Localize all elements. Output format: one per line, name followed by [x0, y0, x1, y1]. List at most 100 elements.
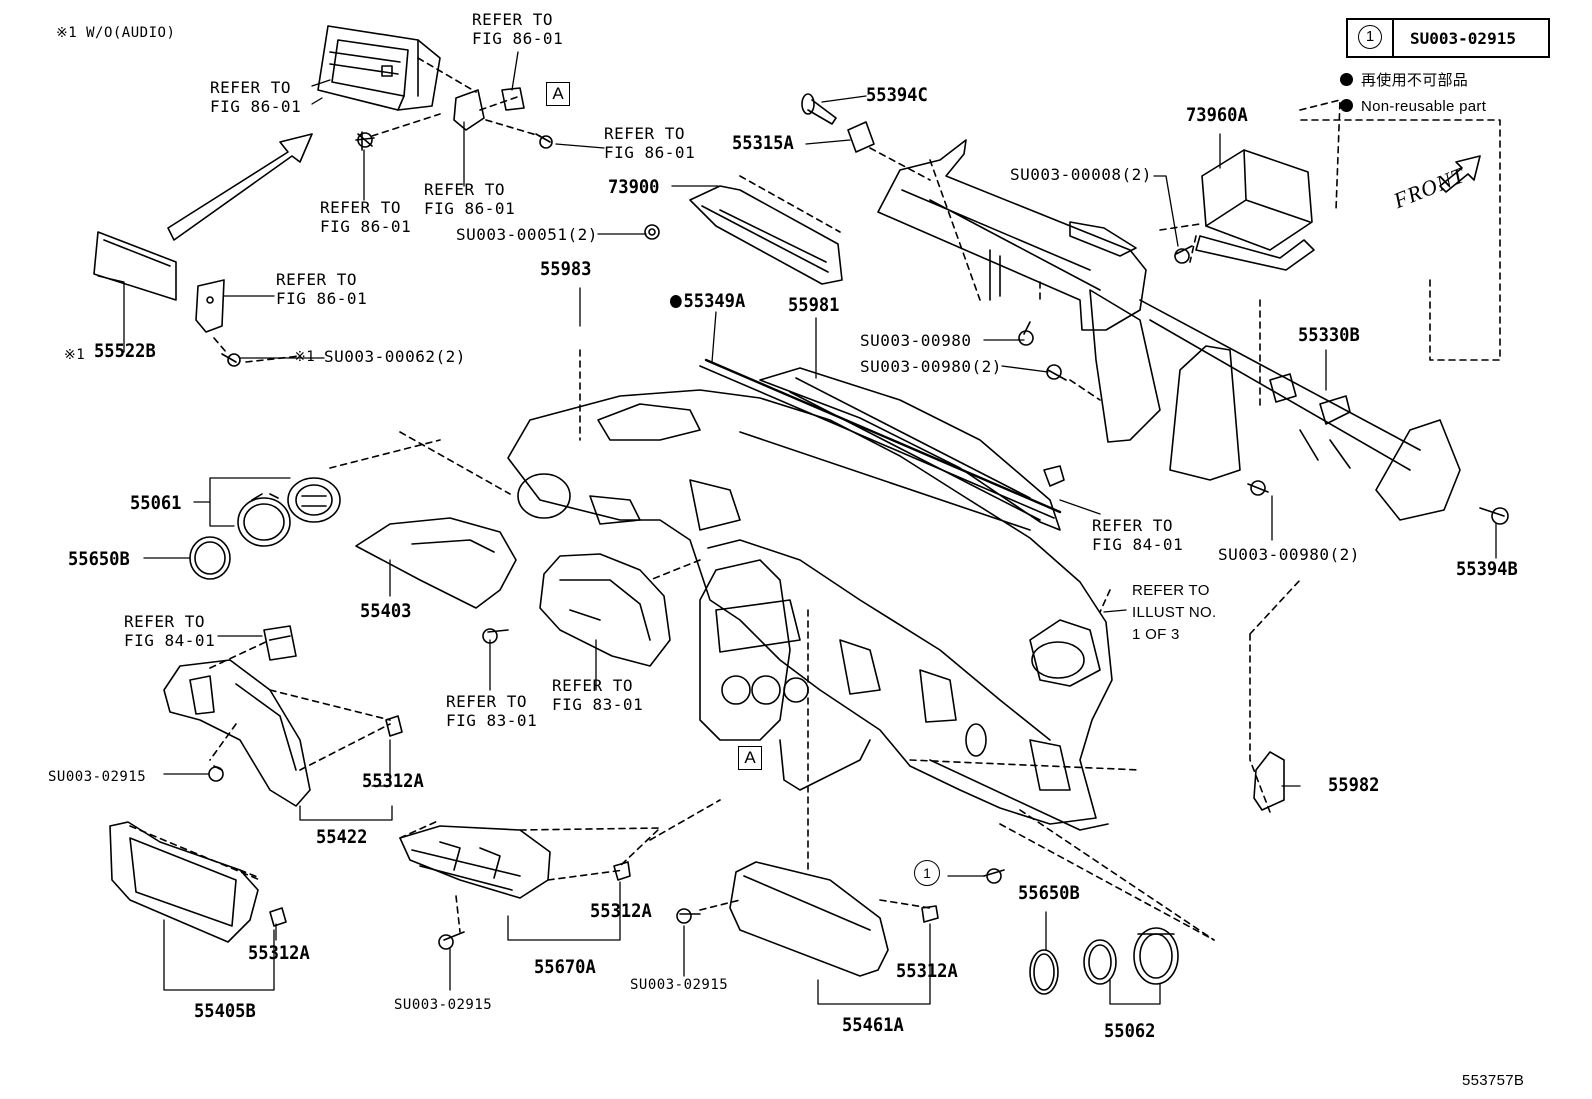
dashed-guides-airbag — [1189, 99, 1341, 263]
dashed-guides-beam — [869, 119, 1501, 411]
fig-line: FIG 84-01 — [124, 631, 216, 650]
fig-line: FIG 84-01 — [1092, 535, 1184, 554]
combination-meter-drawing — [539, 553, 671, 667]
part-55312A-b: 55312A — [590, 900, 652, 922]
part-su003-02915-a: SU003-02915 — [48, 769, 147, 785]
non-reusable-dot-icon — [670, 295, 682, 308]
legend-jp-text: 再使用不可部品 — [1361, 72, 1469, 89]
part-su003-00980-2: SU003-00980(2) — [860, 357, 1002, 376]
bolts-right-side — [983, 245, 1509, 884]
register-55670A-drawing — [399, 825, 551, 899]
refer-line: REFER TO — [210, 78, 292, 97]
duct-73900-drawing — [689, 175, 843, 285]
refer-line: REFER TO — [1132, 582, 1210, 599]
part-55670A: 55670A — [534, 956, 596, 978]
part-55349A: 55349A — [670, 292, 745, 311]
refer-fig-86-01-label: REFER TO FIG 86-01 — [210, 78, 301, 116]
legend-non-reusable-jp: 再使用不可部品 — [1340, 72, 1468, 90]
legend-box: 1 SU003-02915 — [1346, 18, 1550, 58]
part-55981: 55981 — [788, 294, 840, 316]
refer-line: REFER TO — [552, 676, 634, 695]
switch-84-01-drawing — [263, 625, 297, 661]
ring-55650B-drawing — [189, 536, 231, 580]
refer-line: REFER TO — [424, 180, 506, 199]
part-55982: 55982 — [1328, 774, 1380, 796]
illust-line: ILLUST NO. — [1132, 604, 1217, 621]
part-55312A-d: 55312A — [896, 960, 958, 982]
legend-circle-number: 1 — [1358, 25, 1382, 49]
refer-fig-86-01-label: REFER TO FIG 86-01 — [320, 198, 411, 236]
lower-panel-55405B-drawing — [109, 821, 259, 943]
legend-code: SU003-02915 — [1410, 29, 1516, 48]
fig-line: FIG 86-01 — [604, 143, 696, 162]
part-55312A-a: 55312A — [362, 770, 424, 792]
part-55422: 55422 — [316, 826, 368, 848]
marker-a-top: A — [546, 82, 570, 106]
part-55461A: 55461A — [842, 1014, 904, 1036]
part-55650B-b: 55650B — [1018, 882, 1080, 904]
part-55394B: 55394B — [1456, 558, 1518, 580]
bolt-55394C-drawing — [801, 93, 837, 125]
fig-line: FIG 86-01 — [210, 97, 302, 116]
dashed-guides-left — [129, 639, 1215, 941]
refer-fig-83-01-label: REFER TO FIG 83-01 — [552, 676, 643, 714]
dashed-guides-panel — [329, 349, 1301, 941]
note-wo-audio: ※1 W/O(AUDIO) — [56, 25, 176, 41]
part-55394C: 55394C — [866, 84, 928, 106]
refer-fig-86-01-label: REFER TO FIG 86-01 — [424, 180, 515, 218]
legend-divider — [1392, 20, 1394, 56]
vent-55062-drawing — [1029, 927, 1179, 995]
screws-top-left — [221, 131, 553, 367]
refer-line: REFER TO — [1092, 516, 1174, 535]
of-line: 1 OF 3 — [1132, 626, 1180, 643]
part-su003-00980: SU003-00980 — [860, 331, 972, 350]
bracket-drawing — [195, 279, 225, 333]
part-73900: 73900 — [608, 176, 660, 198]
legend-non-reusable-en: Non-reusable part — [1340, 98, 1486, 116]
refer-line: REFER TO — [446, 692, 528, 711]
cover-55461A-drawing — [729, 861, 889, 977]
part-su003-00008: SU003-00008(2) — [1010, 165, 1152, 184]
part-73960A: 73960A — [1186, 104, 1248, 126]
mark-55522B: ※1 — [64, 347, 86, 363]
refer-fig-84-01-label: REFER TO FIG 84-01 — [1092, 516, 1183, 554]
marker-a-panel: A — [738, 746, 762, 770]
refer-line: REFER TO — [320, 198, 402, 217]
clip-55315A-drawing — [847, 121, 875, 153]
part-su003-00062: SU003-00062(2) — [324, 347, 466, 366]
part-55312A-c: 55312A — [248, 942, 310, 964]
dashed-guides-top-left — [213, 57, 541, 363]
illustration-id: 553757B — [1462, 1072, 1525, 1089]
refer-illust-label: REFER TO ILLUST NO. 1 OF 3 — [1132, 580, 1216, 646]
part-55330B: 55330B — [1298, 324, 1360, 346]
legend-en-text: Non-reusable part — [1361, 98, 1487, 115]
reinforcement-beam-drawing — [877, 139, 1461, 521]
audio-housing-drawing — [317, 25, 441, 111]
non-reusable-dot-icon — [1340, 99, 1353, 112]
part-55315A: 55315A — [732, 132, 794, 154]
part-55983: 55983 — [540, 258, 592, 280]
meter-hood-55403-drawing — [355, 517, 517, 609]
fig-line: FIG 83-01 — [446, 711, 538, 730]
fig-line: FIG 86-01 — [424, 199, 516, 218]
refer-line: REFER TO — [604, 124, 686, 143]
part-55650B: 55650B — [68, 548, 130, 570]
screws-left-drawing — [208, 628, 701, 950]
fig-line: FIG 86-01 — [320, 217, 412, 236]
part-su003-00980-2b: SU003-00980(2) — [1218, 545, 1360, 564]
refer-fig-84-01-label: REFER TO FIG 84-01 — [124, 612, 215, 650]
cover-55982-drawing — [1253, 751, 1285, 811]
airbag-73960A-drawing — [1195, 149, 1315, 271]
refer-line: REFER TO — [472, 10, 554, 29]
fig-line: FIG 83-01 — [552, 695, 644, 714]
face-panel-55522B-drawing — [93, 231, 177, 301]
leader-lines — [97, 51, 1497, 1005]
part-55403: 55403 — [360, 600, 412, 622]
fig-line: FIG 86-01 — [472, 29, 564, 48]
part-55062: 55062 — [1104, 1020, 1156, 1042]
part-55061: 55061 — [130, 492, 182, 514]
cluster-finish-55422-drawing — [163, 659, 311, 807]
fig-line: FIG 86-01 — [276, 289, 368, 308]
